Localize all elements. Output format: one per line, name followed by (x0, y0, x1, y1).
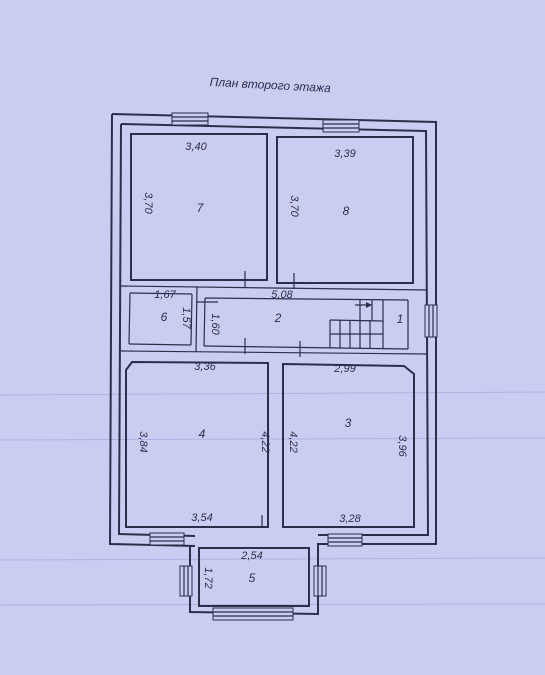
corridor-walls (120, 271, 429, 357)
staircase (329, 300, 384, 348)
room-7-width: 3,40 (185, 141, 207, 153)
room-4 (125, 360, 269, 528)
room-5-number: 5 (249, 571, 256, 585)
room-5-height: 1,72 (202, 567, 214, 588)
room-5 (179, 545, 327, 621)
background-lines (0, 391, 545, 606)
room-8-height: 3,70 (288, 195, 300, 217)
room-2-width: 5,08 (271, 289, 293, 301)
bottom-window-left (149, 532, 185, 546)
right-window (424, 304, 438, 338)
room-8 (276, 136, 414, 284)
room-4-width-bottom: 3,54 (191, 512, 212, 524)
room-8-number: 8 (343, 204, 350, 218)
room-7-height: 3,70 (142, 192, 154, 214)
top-window-left (171, 112, 209, 126)
room-3 (282, 362, 415, 528)
room-5-width: 2,54 (240, 550, 262, 562)
room-3-height-right: 3,96 (396, 435, 408, 457)
room-4-width-top: 3,36 (194, 361, 216, 373)
room-4-height-left: 3,84 (137, 431, 149, 452)
plan-title: План второго этажа (209, 75, 331, 95)
room-3-number: 3 (345, 416, 352, 430)
room-4-number: 4 (199, 427, 206, 441)
room-7-number: 7 (197, 201, 205, 215)
room-3-width-top: 2,99 (333, 363, 355, 375)
room-7 (130, 133, 268, 281)
room-6-width: 1,67 (154, 289, 176, 301)
room-6-number: 6 (161, 310, 168, 324)
room-2-height: 1,60 (209, 313, 221, 335)
room-3-width-bottom: 3,28 (339, 513, 361, 525)
room-6-height: 1,57 (180, 307, 192, 329)
room-1-number: 1 (397, 312, 404, 326)
room-3-height-left: 4,22 (287, 431, 299, 452)
room-8-width: 3,39 (334, 148, 355, 160)
bottom-window-right (327, 533, 363, 547)
room-4-height-right: 4,22 (259, 431, 271, 452)
top-window-right (322, 119, 360, 133)
outer-walls (108, 113, 437, 548)
room-2-number: 2 (274, 311, 282, 325)
